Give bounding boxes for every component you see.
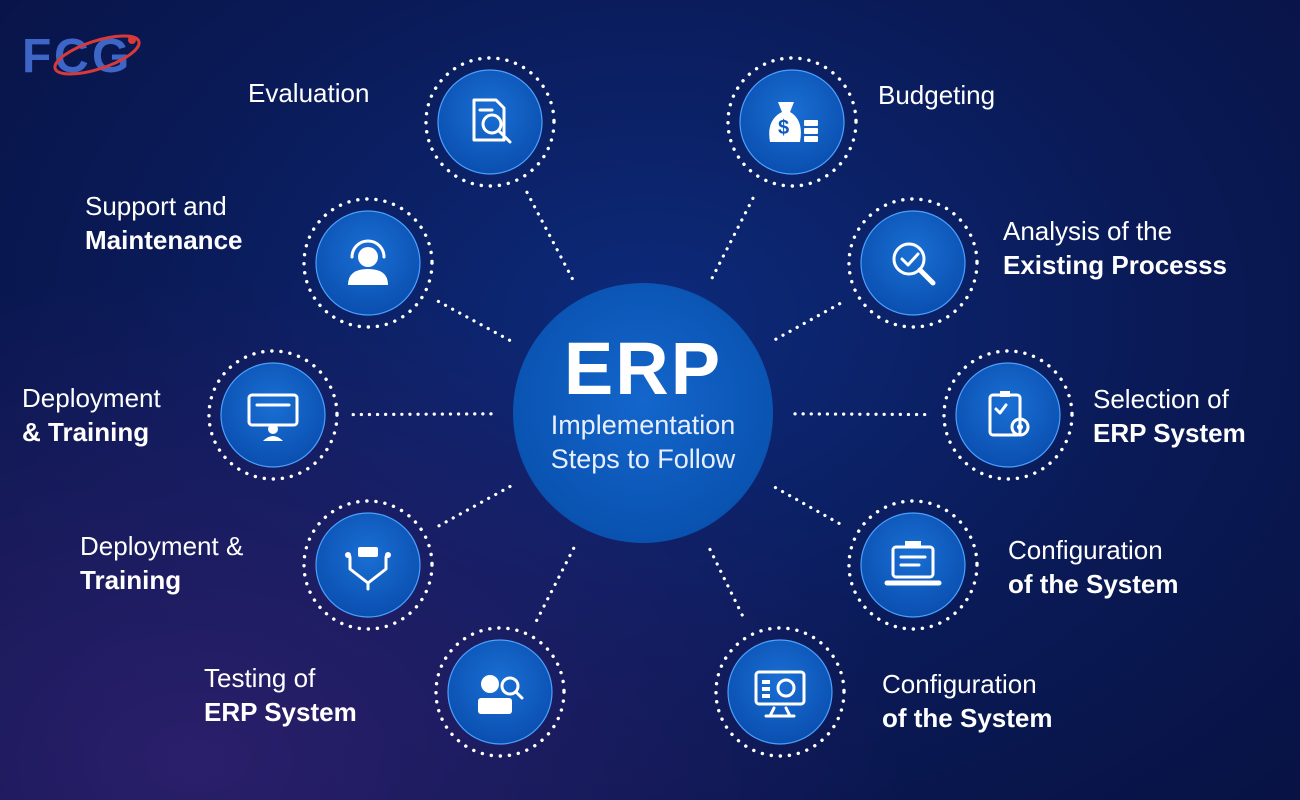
- connector-line: [708, 547, 748, 624]
- step-label-line1: Deployment: [22, 383, 161, 413]
- document-search-icon: [472, 98, 512, 144]
- magnifier-check-icon: [892, 242, 936, 286]
- node-circle: [955, 362, 1061, 468]
- step-label-line2: Maintenance: [85, 225, 243, 255]
- step-label-line2: of the System: [1008, 569, 1179, 599]
- monitor-settings-icon: [754, 670, 806, 718]
- step-label-configuration-2: Configuration of the System: [882, 667, 1053, 735]
- node-circle: [437, 69, 543, 175]
- node-dotted-ring: [302, 197, 434, 329]
- step-node: [302, 197, 434, 329]
- step-label-budgeting: Budgeting: [878, 78, 995, 112]
- step-label-deployment-1: Deployment & Training: [22, 381, 161, 449]
- node-circle: [447, 639, 553, 745]
- node-circle: [220, 362, 326, 468]
- center-title: ERP: [563, 327, 723, 410]
- step-label-line1: Budgeting: [878, 80, 996, 110]
- presentation-board-icon: [247, 393, 299, 441]
- node-dotted-ring: [942, 349, 1074, 481]
- step-label-line1: Selection of: [1093, 384, 1229, 414]
- step-label-configuration-1: Configuration of the System: [1008, 533, 1179, 601]
- connector-line: [773, 485, 847, 529]
- step-label-line1: Deployment &: [80, 531, 244, 561]
- connector-line: [434, 484, 512, 529]
- center-subtitle-line2: Steps to Follow: [550, 444, 736, 474]
- step-node: $: [726, 56, 858, 188]
- step-label-line1: Support and: [85, 191, 227, 221]
- step-node: [424, 56, 556, 188]
- money-bag-icon: $: [769, 102, 818, 142]
- connector-line: [434, 298, 512, 342]
- headset-support-icon: [348, 239, 388, 285]
- connector-line: [710, 189, 759, 280]
- center-label: ERP Implementation Steps to Follow: [514, 330, 772, 476]
- step-label-line2: & Training: [22, 417, 150, 447]
- step-label-evaluation: Evaluation: [248, 76, 369, 110]
- connector-line: [533, 546, 576, 625]
- step-node: [434, 626, 566, 758]
- clipboard-gear-icon: [988, 391, 1030, 437]
- step-node: [942, 349, 1074, 481]
- step-label-line1: Testing of: [204, 663, 316, 693]
- node-dotted-ring: [302, 499, 434, 631]
- svg-text:$: $: [778, 117, 789, 139]
- connector-line: [349, 412, 493, 417]
- step-label-line2: of the System: [882, 703, 1053, 733]
- node-dotted-ring: [726, 56, 858, 188]
- step-label-line1: Evaluation: [248, 78, 370, 108]
- connector-line: [793, 412, 932, 417]
- step-node: [302, 499, 434, 631]
- step-node: [714, 626, 846, 758]
- step-label-line1: Analysis of the: [1003, 216, 1173, 246]
- node-dotted-ring: [424, 56, 556, 188]
- node-dotted-ring: [847, 499, 979, 631]
- step-node: [207, 349, 339, 481]
- node-dotted-ring: [434, 626, 566, 758]
- step-label-selection: Selection of ERP System: [1093, 382, 1246, 450]
- step-label-line2: Existing Processs: [1003, 250, 1227, 280]
- fcg-logo: F C G: [22, 22, 152, 83]
- step-node: [847, 499, 979, 631]
- step-label-support: Support and Maintenance: [85, 189, 243, 257]
- connector-line: [774, 299, 847, 341]
- center-circle: [513, 283, 773, 543]
- laptop-config-icon: [884, 541, 942, 586]
- connector-line: [524, 189, 574, 281]
- node-dotted-ring: [847, 197, 979, 329]
- center-subtitle-line1: Implementation: [550, 410, 736, 440]
- node-circle: [315, 512, 421, 618]
- step-label-line2: ERP System: [204, 697, 357, 727]
- node-dotted-ring: [207, 349, 339, 481]
- step-label-line2: Training: [80, 565, 182, 595]
- step-label-deployment-2: Deployment & Training: [80, 529, 243, 597]
- step-label-line1: Configuration: [882, 669, 1037, 699]
- svg-text:F: F: [22, 30, 51, 82]
- step-label-testing: Testing of ERP System: [204, 661, 357, 729]
- step-label-line1: Configuration: [1008, 535, 1163, 565]
- node-circle: [860, 210, 966, 316]
- workflow-node-icon: [345, 547, 391, 591]
- step-node: [847, 197, 979, 329]
- team-testing-icon: [478, 675, 524, 714]
- step-label-analysis: Analysis of the Existing Processs: [1003, 214, 1227, 282]
- step-label-line2: ERP System: [1093, 418, 1246, 448]
- node-dotted-ring: [714, 626, 846, 758]
